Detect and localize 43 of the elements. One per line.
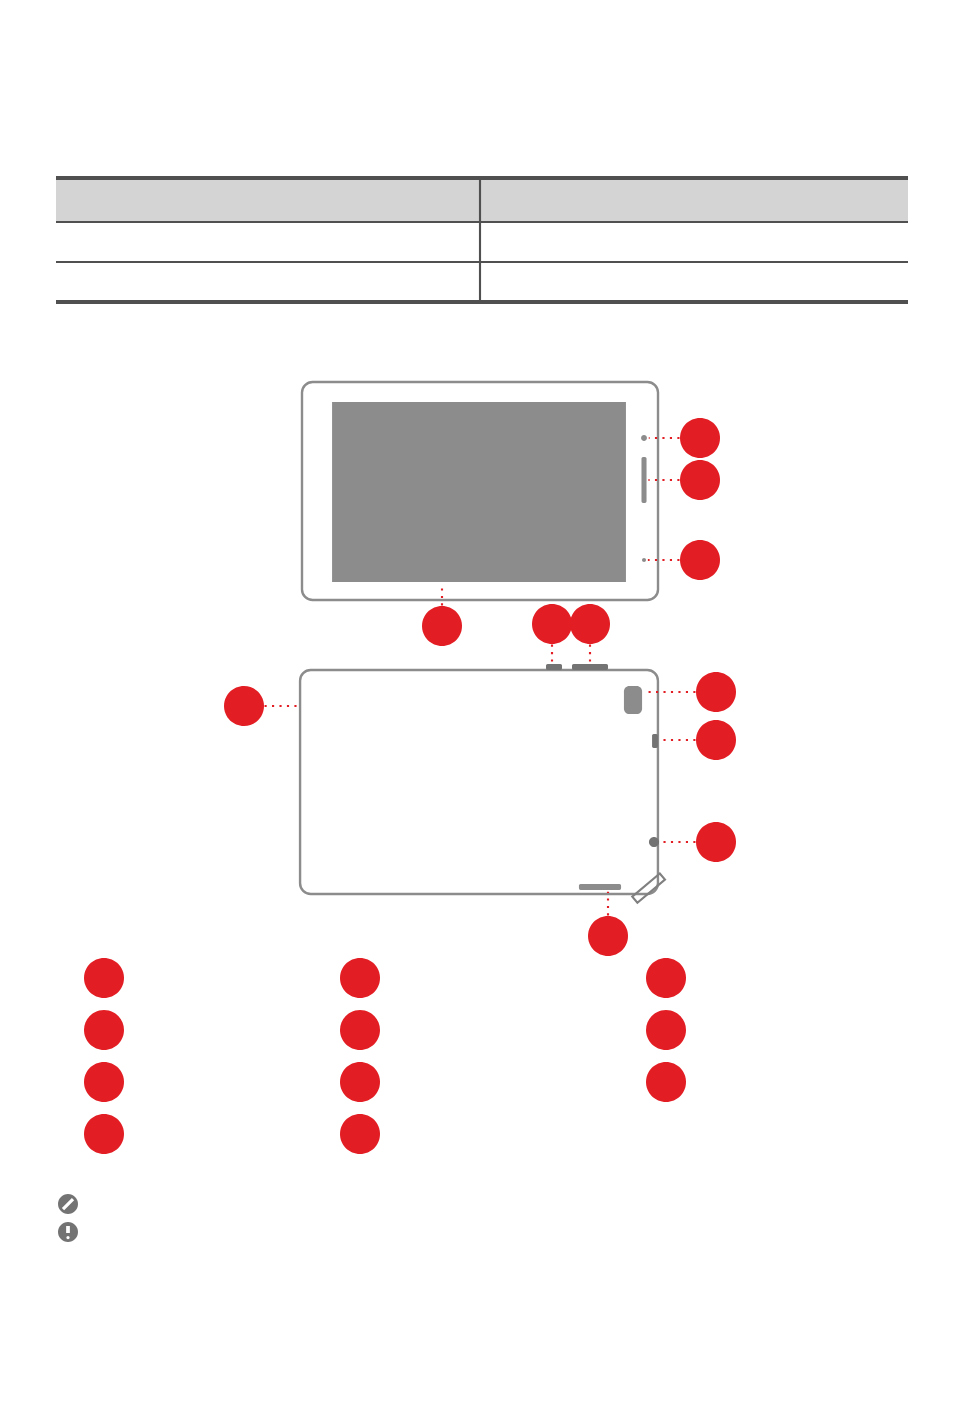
callout-circle	[680, 460, 720, 500]
side-button	[546, 664, 562, 670]
card-tray	[578, 884, 622, 890]
callout-circle	[680, 540, 720, 580]
tablet-back	[298, 668, 660, 896]
leader-line	[643, 690, 696, 694]
callout-circle	[646, 958, 686, 998]
callout-circle	[340, 1010, 380, 1050]
leader-line	[659, 738, 696, 742]
callout-circle	[696, 672, 736, 712]
leader-line	[648, 436, 680, 440]
side-button	[652, 734, 658, 748]
callout-circle	[646, 1010, 686, 1050]
callout-circle	[84, 1114, 124, 1154]
tablet-front	[300, 380, 660, 602]
camera-module	[623, 686, 643, 714]
callout-circle	[646, 1062, 686, 1102]
leader-line	[550, 644, 554, 663]
callout-circle	[696, 822, 736, 862]
callout-circle	[84, 958, 124, 998]
leader-line	[648, 478, 680, 482]
callout-circle	[588, 916, 628, 956]
speaker-slot	[641, 457, 647, 503]
leader-line	[440, 583, 444, 606]
callout-circle	[84, 1062, 124, 1102]
callout-circle	[340, 1114, 380, 1154]
callout-circle	[422, 606, 462, 646]
leader-line	[606, 891, 610, 916]
leader-line	[264, 704, 298, 708]
leader-line	[588, 644, 592, 663]
callout-circle	[224, 686, 264, 726]
callout-circle	[532, 604, 572, 644]
leader-line	[660, 840, 696, 844]
screen	[332, 402, 626, 582]
callout-circle	[340, 1062, 380, 1102]
callout-circle	[680, 418, 720, 458]
callout-circle	[84, 1010, 124, 1050]
callout-circle	[696, 720, 736, 760]
callout-circle	[570, 604, 610, 644]
callout-circle	[340, 958, 380, 998]
headphone-jack	[648, 836, 660, 848]
side-button	[572, 664, 608, 670]
leader-line	[647, 558, 680, 562]
